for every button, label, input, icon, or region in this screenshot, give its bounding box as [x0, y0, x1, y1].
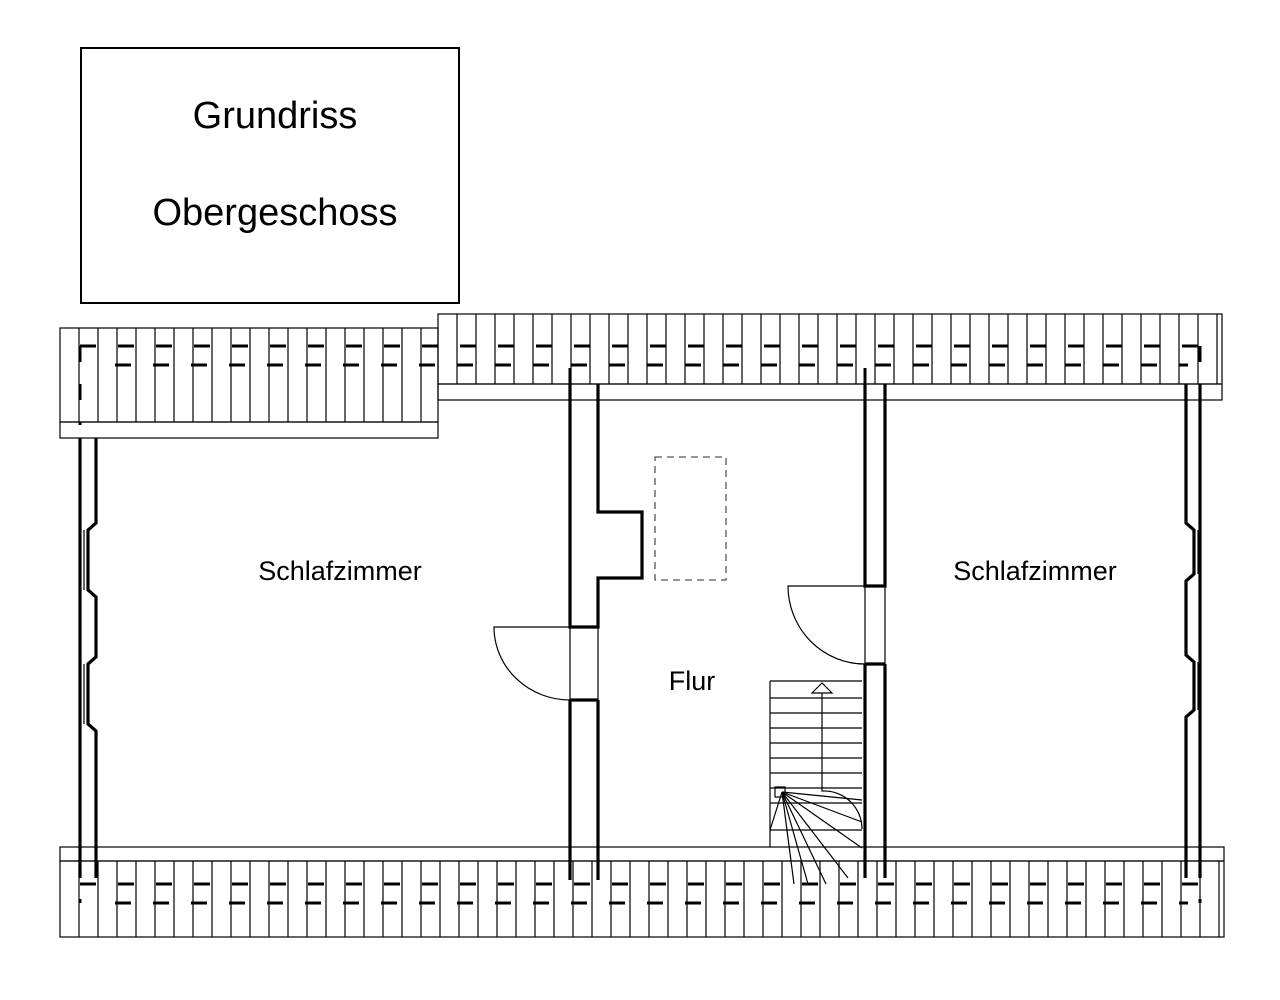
outer-wall-right	[1184, 384, 1202, 878]
title-line-1: Grundriss	[193, 95, 358, 137]
room-label-hall: Flur	[669, 666, 716, 696]
roof-dashed-lines	[78, 344, 1202, 905]
interior-wall-left	[568, 384, 644, 880]
staircase	[769, 680, 863, 885]
outer-wall-left	[78, 438, 98, 878]
room-label-left-bedroom: Schlafzimmer	[258, 556, 422, 586]
door-swing-left	[493, 626, 571, 701]
skylight	[654, 456, 727, 581]
title-line-2: Obergeschoss	[152, 192, 397, 234]
interior-wall-right	[863, 384, 887, 878]
title-block: Grundriss Obergeschoss	[80, 47, 460, 304]
roof-bottom	[59, 846, 1225, 938]
roof-top-left	[59, 327, 439, 439]
room-label-right-bedroom: Schlafzimmer	[953, 556, 1117, 586]
door-swing-right	[787, 585, 866, 665]
title-frame	[80, 47, 460, 304]
roof-top-right	[437, 313, 1223, 401]
